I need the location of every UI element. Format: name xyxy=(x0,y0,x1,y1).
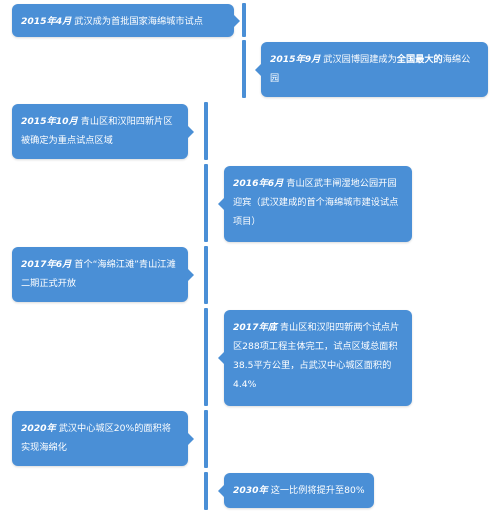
timeline-text: 武汉中心城区20%的面积将实现海绵化 xyxy=(21,423,171,453)
timeline-item-2017-end: 2017年底 青山区和汉阳四新两个试点片区288项工程主体完工，试点区域总面积3… xyxy=(224,310,412,406)
timeline-bar xyxy=(204,246,208,304)
timeline-bar xyxy=(242,3,246,37)
timeline-text: 武汉成为首批国家海绵城市试点 xyxy=(74,16,203,27)
timeline-date: 2017年6月 xyxy=(21,259,72,270)
timeline-text-emphasis: 全国最大的 xyxy=(396,54,443,65)
timeline-date: 2015年9月 xyxy=(270,54,321,65)
timeline-text: 青山区武丰闸湿地公园开园迎宾（武汉建成的首个海绵城市建设试点项目） xyxy=(233,178,399,227)
timeline-item-2015-10: 2015年10月 青山区和汉阳四新片区被确定为重点试点区域 xyxy=(12,104,188,159)
timeline-date: 2030年 xyxy=(233,485,268,496)
timeline-date: 2017年底 xyxy=(233,322,277,333)
timeline-date: 2015年10月 xyxy=(21,116,78,127)
timeline-bar xyxy=(204,410,208,468)
timeline-date: 2016年6月 xyxy=(233,178,284,189)
timeline-text: 武汉园博园建成为 xyxy=(323,54,397,65)
timeline-bar xyxy=(204,102,208,160)
timeline-bar xyxy=(204,472,208,510)
timeline-item-2016-06: 2016年6月 青山区武丰闸湿地公园开园迎宾（武汉建成的首个海绵城市建设试点项目… xyxy=(224,166,412,242)
timeline-bar xyxy=(204,308,208,406)
timeline-text: 这一比例将提升至80% xyxy=(270,485,365,496)
timeline-bar xyxy=(204,164,208,242)
timeline-bar xyxy=(242,40,246,98)
timeline-item-2015-04: 2015年4月 武汉成为首批国家海绵城市试点 xyxy=(12,4,234,37)
timeline-date: 2020年 xyxy=(21,423,56,434)
timeline-text: 青山区和汉阳四新片区被确定为重点试点区域 xyxy=(21,116,173,146)
timeline-text: 首个“海绵江滩”青山江滩二期正式开放 xyxy=(21,259,176,289)
timeline-item-2017-06: 2017年6月 首个“海绵江滩”青山江滩二期正式开放 xyxy=(12,247,188,302)
timeline-item-2030: 2030年 这一比例将提升至80% xyxy=(224,473,374,508)
timeline-text: 海绵公园 xyxy=(270,54,471,84)
timeline-text: 青山区和汉阳四新两个试点片区288项工程主体完工，试点区域总面积38.5平方公里… xyxy=(233,322,400,390)
timeline-date: 2015年4月 xyxy=(21,16,72,27)
timeline-item-2020: 2020年 武汉中心城区20%的面积将实现海绵化 xyxy=(12,411,188,466)
timeline-item-2015-09: 2015年9月 武汉园博园建成为全国最大的海绵公园 xyxy=(261,42,488,97)
